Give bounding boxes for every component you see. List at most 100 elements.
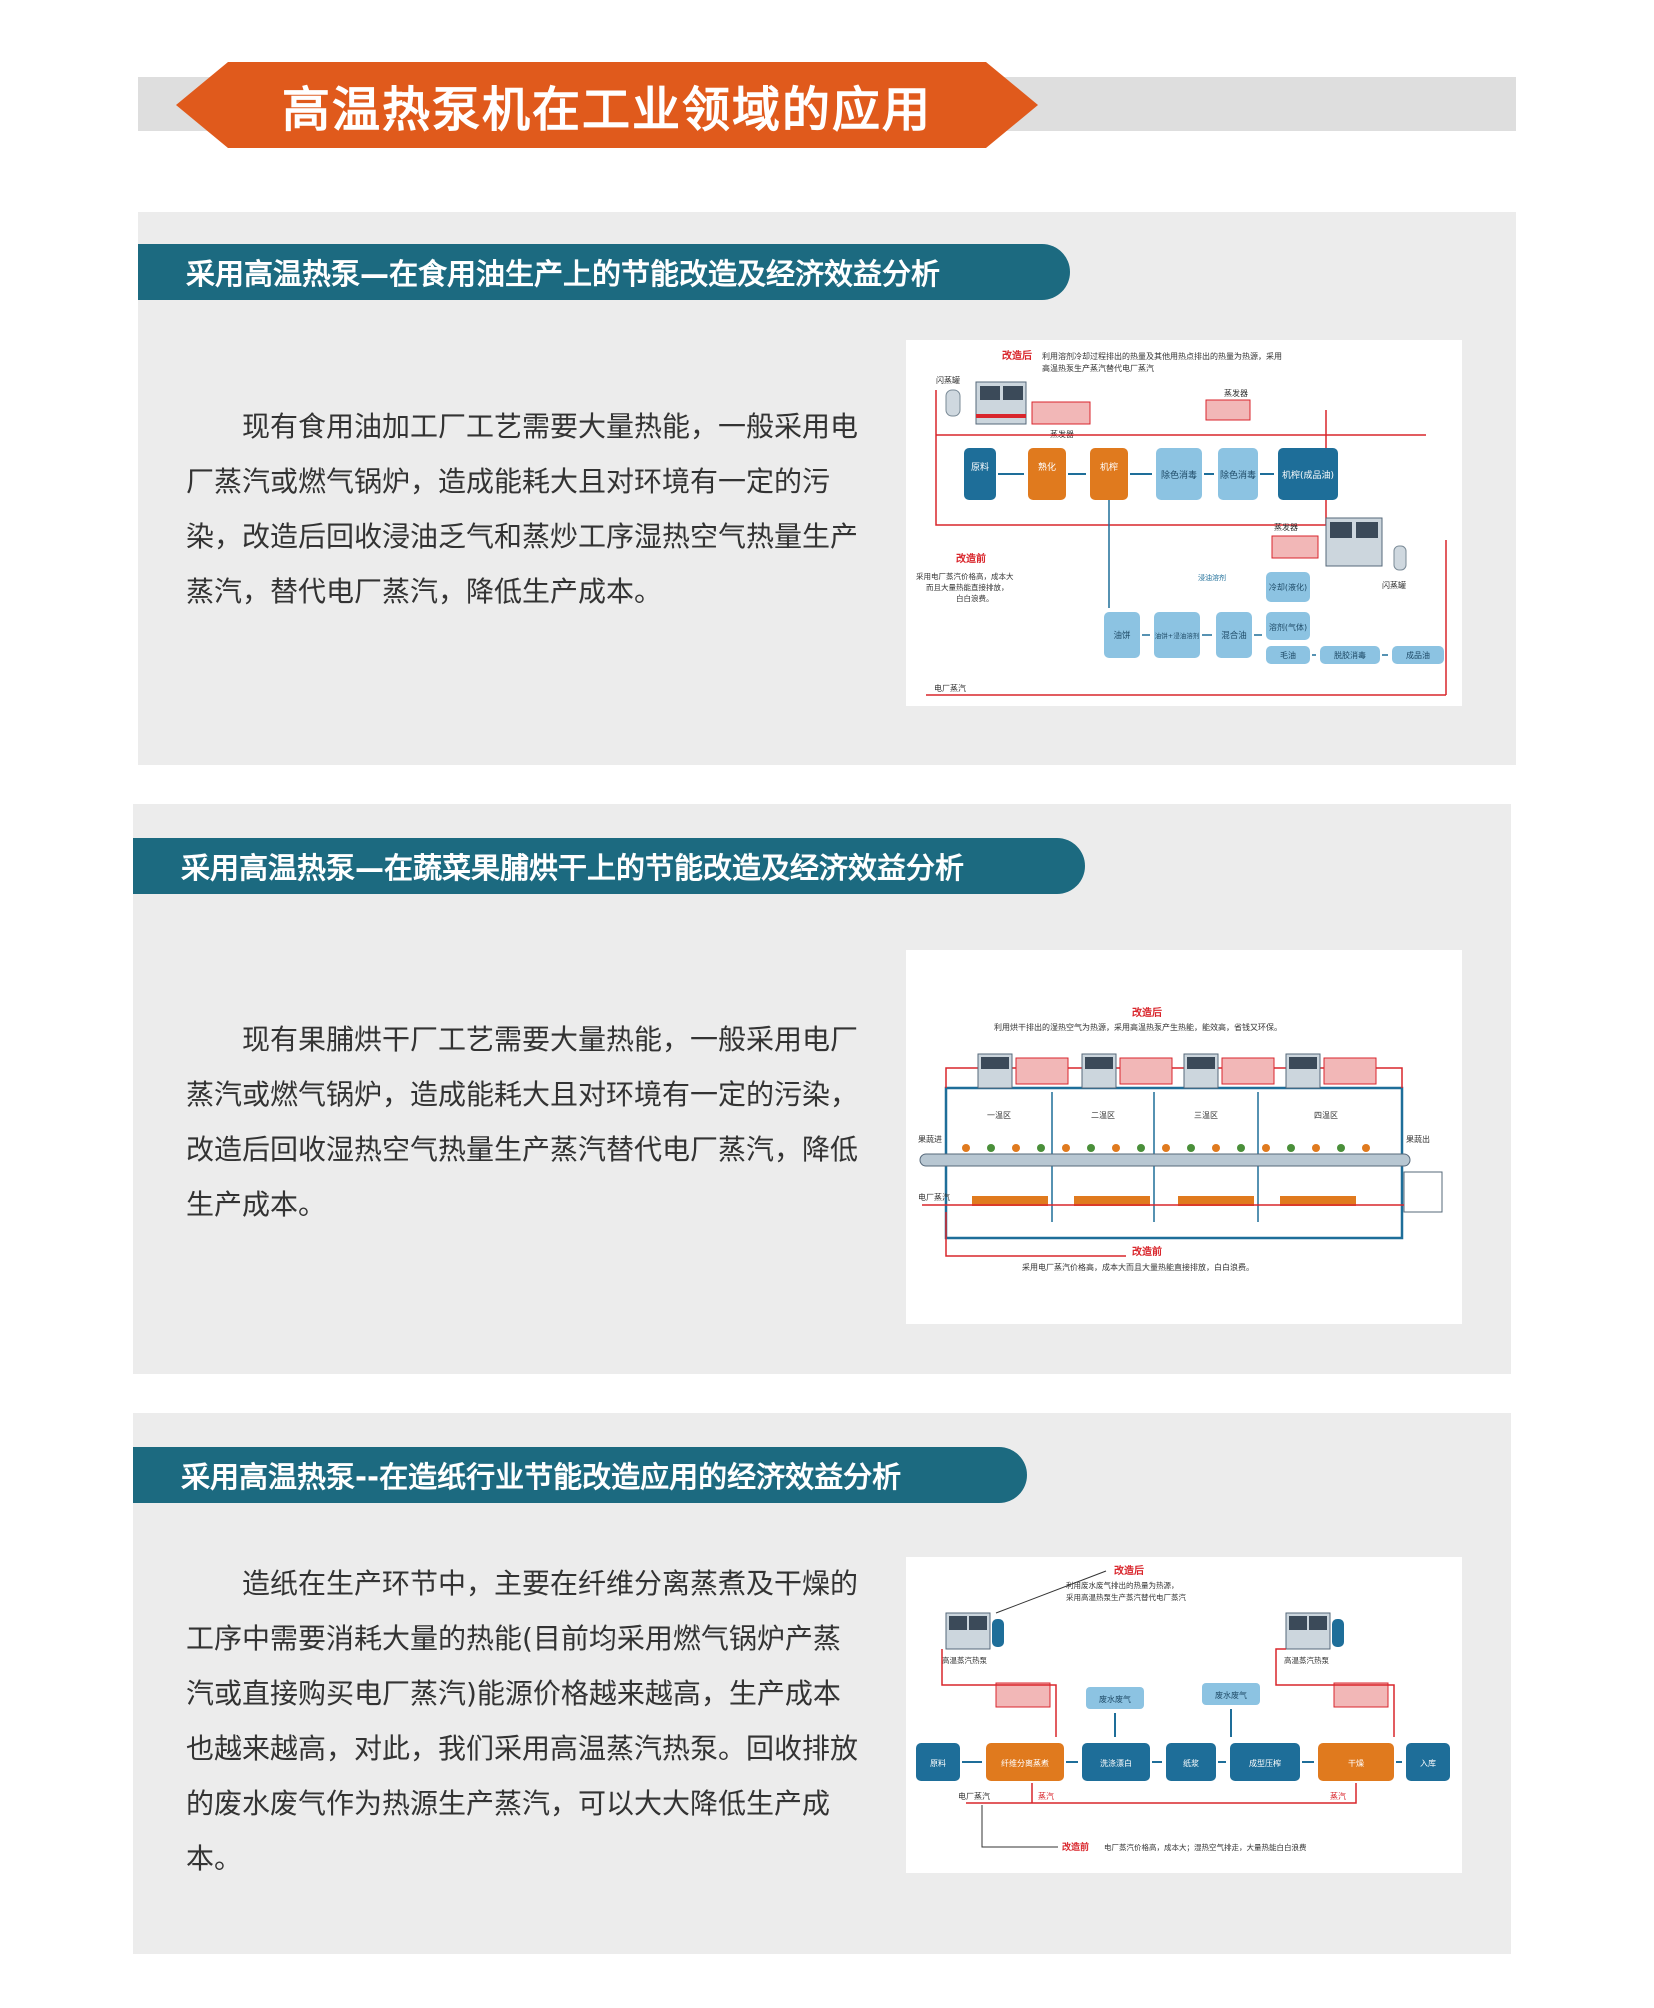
svg-text:纤维分离蒸煮: 纤维分离蒸煮 — [1001, 1758, 1049, 1768]
heat-pump-icon — [1285, 1053, 1321, 1089]
process-box — [964, 448, 996, 500]
process-box — [986, 1743, 1064, 1781]
process-box — [1392, 646, 1444, 664]
heat-pump-label: 高温蒸汽热泵 — [1284, 1655, 1329, 1665]
evaporator-icon — [1271, 535, 1319, 559]
section-heading-paper: 采用高温热泵--在造纸行业节能改造应用的经济效益分析 — [133, 1447, 1027, 1503]
process-box — [1218, 448, 1258, 500]
after-label: 改造后 — [1002, 349, 1032, 362]
evaporator-icon — [1015, 1057, 1069, 1085]
heat-pump-icon — [1183, 1053, 1219, 1089]
process-box — [1216, 612, 1252, 658]
svg-text:浸油溶剂: 浸油溶剂 — [1198, 573, 1226, 582]
svg-text:洗涤漂白: 洗涤漂白 — [1100, 1758, 1132, 1768]
svg-text:干燥: 干燥 — [1348, 1759, 1364, 1768]
svg-text:混合油: 混合油 — [1221, 630, 1247, 641]
svg-text:熟化: 熟化 — [1038, 461, 1056, 473]
after-text: 利用废水废气排出的热量为热源， — [1066, 1580, 1179, 1590]
before-label: 改造前 — [1062, 1841, 1089, 1853]
process-box — [1318, 1743, 1394, 1781]
process-box — [1406, 1743, 1450, 1781]
svg-text:冷却(液化): 冷却(液化) — [1269, 582, 1307, 592]
svg-text:脱胶消毒: 脱胶消毒 — [1334, 650, 1366, 660]
svg-text:成品油: 成品油 — [1406, 650, 1430, 660]
before-text: 采用电厂蒸汽价格高，成本大而且大量热能直接排放，白白浪费。 — [1022, 1262, 1254, 1272]
svg-text:白白浪费。: 白白浪费。 — [956, 593, 994, 603]
svg-text:油饼: 油饼 — [1113, 630, 1131, 641]
steam-label: 电厂蒸汽 — [918, 1192, 950, 1202]
evaporator-icon — [995, 1682, 1051, 1708]
heat-pump-label: 高温蒸汽热泵 — [942, 1655, 987, 1665]
flash-tank-icon — [945, 389, 961, 417]
flash-tank-icon — [1393, 545, 1407, 571]
svg-text:采用电厂蒸汽价格高，成本大: 采用电厂蒸汽价格高，成本大 — [916, 571, 1014, 581]
paper-process-diagram: 改造后 利用废水废气排出的热量为热源， 采用高温热泵生产蒸汽替代电厂蒸汽 高温蒸… — [906, 1557, 1462, 1873]
evaporator-icon — [1221, 1057, 1275, 1085]
svg-text:毛油: 毛油 — [1280, 650, 1296, 660]
process-box — [1230, 1743, 1300, 1781]
section-heading-oil: 采用高温热泵—在食用油生产上的节能改造及经济效益分析 — [138, 244, 1070, 300]
evaporator-label: 蒸发器 — [1224, 388, 1248, 398]
zone-label: 四温区 — [1314, 1111, 1338, 1120]
collection-bin-icon — [1403, 1171, 1443, 1213]
steam-plant-label: 电厂蒸汽 — [958, 1791, 990, 1801]
process-box — [1266, 612, 1310, 640]
evaporator-icon — [1119, 1057, 1173, 1085]
svg-text:成型压榨: 成型压榨 — [1249, 1758, 1281, 1768]
zone-label: 一温区 — [987, 1111, 1011, 1120]
svg-text:纸浆: 纸浆 — [1183, 1758, 1199, 1768]
heat-pump-icon — [1285, 1612, 1344, 1650]
svg-text:除色消毒: 除色消毒 — [1220, 469, 1256, 481]
process-box — [1028, 448, 1066, 500]
process-box — [1104, 612, 1140, 658]
heat-pump-icon — [1325, 517, 1383, 567]
steam-label: 蒸汽 — [1330, 1791, 1346, 1801]
flash-tank-label: 闪蒸罐 — [1382, 580, 1406, 590]
before-label: 改造前 — [1132, 1245, 1162, 1258]
process-box — [1082, 1743, 1150, 1781]
flash-tank-label: 闪蒸罐 — [936, 375, 960, 385]
svg-text:原料: 原料 — [971, 461, 989, 473]
svg-text:废水废气: 废水废气 — [1099, 1694, 1131, 1704]
section-paragraph-paper: 造纸在生产环节中，主要在纤维分离蒸煮及干燥的工序中需要消耗大量的热能(目前均采用… — [186, 1567, 859, 1875]
svg-text:油饼+浸油溶剂: 油饼+浸油溶剂 — [1155, 631, 1199, 640]
process-box — [1166, 1743, 1216, 1781]
evaporator-icon — [1031, 401, 1091, 425]
svg-text:原料: 原料 — [930, 1758, 946, 1768]
process-box — [916, 1743, 960, 1781]
page-title: 高温热泵机在工业领域的应用 — [281, 82, 932, 138]
zone-label: 二温区 — [1091, 1111, 1115, 1120]
process-box — [1266, 572, 1310, 602]
evaporator-label: 蒸发器 — [1274, 522, 1298, 532]
before-label: 改造前 — [956, 552, 986, 565]
svg-text:机榨: 机榨 — [1100, 461, 1118, 473]
zone-label: 三温区 — [1194, 1111, 1218, 1120]
waste-gas-box — [1086, 1687, 1144, 1709]
before-text: 电厂蒸汽价格高，成本大；湿热空气排走，大量热能白白浪费 — [1104, 1842, 1307, 1852]
svg-text:除色消毒: 除色消毒 — [1161, 469, 1197, 481]
after-label: 改造后 — [1114, 1564, 1144, 1577]
evaporator-icon — [1333, 1682, 1389, 1708]
evaporator-label: 蒸发器 — [1050, 429, 1074, 439]
process-box — [1156, 448, 1202, 500]
section-paragraph-oil: 现有食用油加工厂工艺需要大量热能，一般采用电厂蒸汽或燃气锅炉，造成能耗大且对环境… — [186, 410, 859, 608]
heat-pump-icon — [945, 1612, 1004, 1650]
heat-pump-icon — [977, 1053, 1013, 1089]
after-label: 改造后 — [1132, 1006, 1162, 1019]
steam-label: 蒸汽 — [1038, 1791, 1054, 1801]
after-text: 采用高温热泵生产蒸汽替代电厂蒸汽 — [1066, 1592, 1186, 1602]
svg-text:入库: 入库 — [1420, 1758, 1436, 1768]
process-box — [1266, 646, 1310, 664]
after-text: 高温热泵生产蒸汽替代电厂蒸汽 — [1042, 363, 1154, 373]
svg-text:溶剂(气体): 溶剂(气体) — [1269, 622, 1307, 632]
process-box — [1320, 646, 1380, 664]
svg-text:而且大量热能直接排放，: 而且大量热能直接排放， — [926, 582, 1009, 592]
drying-process-diagram: 改造后 利用烘干排出的湿热空气为热源，采用高温热泵产生热能，能效高，省钱又环保。… — [906, 950, 1462, 1324]
evaporator-icon — [1205, 399, 1251, 421]
svg-text:废水废气: 废水废气 — [1215, 1690, 1247, 1700]
waste-gas-box — [1202, 1683, 1260, 1705]
process-box — [1090, 448, 1128, 500]
process-box — [1278, 448, 1338, 500]
section-heading-drying: 采用高温热泵—在蔬菜果脯烘干上的节能改造及经济效益分析 — [133, 838, 1085, 894]
out-label: 果蔬出 — [1406, 1134, 1430, 1144]
